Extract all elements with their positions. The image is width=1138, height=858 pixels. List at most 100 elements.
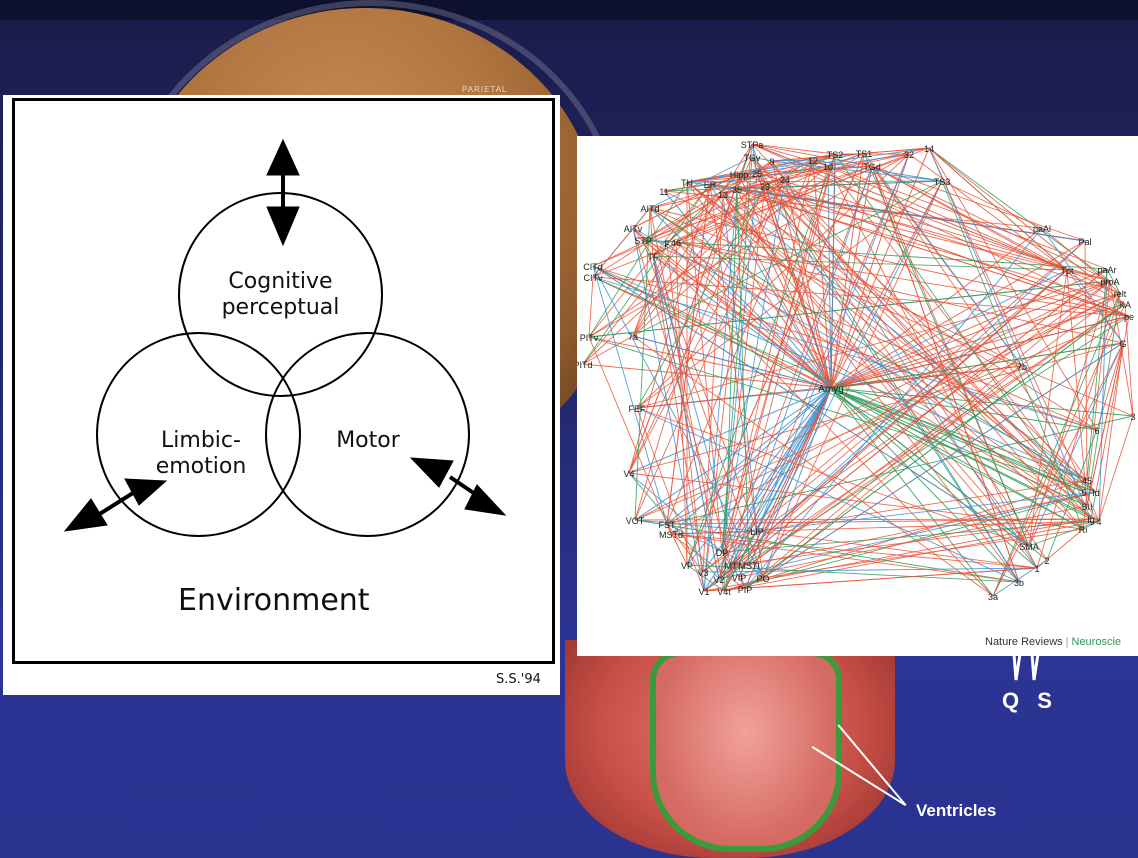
network-edge <box>762 342 1124 579</box>
cognitive-label-line2: perceptual <box>221 295 340 320</box>
node-label-ts1: TS1 <box>856 149 873 159</box>
network-edge <box>632 335 832 389</box>
network-edge <box>718 159 814 580</box>
network-edge <box>928 147 1092 520</box>
node-label-11: 11 <box>659 187 668 197</box>
network-edge <box>756 172 1030 547</box>
network-edge <box>582 363 832 389</box>
network-edge <box>736 188 1130 317</box>
network-edge <box>751 143 1088 507</box>
network-edge <box>721 172 758 553</box>
node-label-hipp: Hipp <box>730 170 749 180</box>
parietal-label: PARIETAL <box>462 85 508 94</box>
network-edge <box>928 147 1068 271</box>
network-edge <box>636 407 1030 547</box>
network-edge <box>636 153 910 409</box>
node-label-mstd: MSTd <box>659 530 683 540</box>
node-label-tgd: TGd <box>863 162 881 172</box>
node-label-ts2: TS2 <box>827 150 844 160</box>
network-edge <box>1086 268 1108 481</box>
network-edge <box>762 180 943 579</box>
network-edge <box>649 153 836 209</box>
network-edge <box>592 276 832 389</box>
network-edge <box>686 387 832 566</box>
node-label-10: 10 <box>823 162 833 172</box>
network-edge <box>588 280 1111 338</box>
network-edge <box>686 152 865 566</box>
network-edge <box>652 255 1100 522</box>
network-edge <box>830 268 1108 389</box>
network-edge <box>871 165 1111 282</box>
network-edge <box>663 180 943 192</box>
network-edge <box>686 564 1020 583</box>
network-edge <box>582 183 711 365</box>
network-edge <box>686 181 1086 242</box>
network-edge <box>1090 491 1097 520</box>
network-edge <box>628 183 711 474</box>
network-edge <box>1086 505 1100 522</box>
network-edge <box>666 242 832 389</box>
network-edge <box>632 241 677 337</box>
node-label-mstl: MSTl <box>739 561 760 571</box>
network-edge <box>736 188 750 566</box>
network-edge <box>1095 315 1130 493</box>
node-label-lip: LIP <box>750 527 764 537</box>
network-edge <box>941 180 1084 530</box>
network-edge <box>642 188 738 241</box>
network-edge <box>592 276 1085 493</box>
network-edge <box>764 185 1085 493</box>
node-label-23: 23 <box>760 182 770 192</box>
node-label-5: 5 <box>1081 488 1086 498</box>
node-label-citd: CITd <box>583 262 603 272</box>
network-edge <box>928 147 1100 522</box>
network-edge <box>666 523 688 566</box>
network-edge <box>632 242 668 337</box>
network-edge <box>588 336 832 389</box>
network-edge <box>812 159 1121 294</box>
network-edge <box>652 255 704 573</box>
network-edge <box>863 152 1030 547</box>
node-label-sii: SII <box>1081 502 1092 512</box>
node-label-v3: V3 <box>697 568 708 578</box>
limbic-label-line1: Limbic- <box>161 428 241 453</box>
network-edge <box>588 336 672 535</box>
network-edge <box>628 342 1124 474</box>
network-edge <box>723 153 910 592</box>
node-label-vip: VIP <box>732 573 747 583</box>
network-edge <box>666 518 1092 525</box>
node-label-25: 25 <box>752 169 762 179</box>
network-edge <box>632 165 829 337</box>
network-edge <box>675 241 1130 317</box>
node-label-vp: VP <box>681 561 693 571</box>
node-label-dp: DP <box>716 548 729 558</box>
network-edge <box>830 387 1048 561</box>
network-edge <box>703 315 1130 592</box>
node-label-paal: paAl <box>1033 224 1051 234</box>
arrow-left-icon <box>63 478 168 532</box>
network-edge <box>751 143 758 174</box>
network-edge <box>634 387 832 521</box>
network-edge <box>1086 292 1121 507</box>
node-label-13: 13 <box>718 190 728 200</box>
circle-motor <box>265 332 470 537</box>
network-edge <box>992 303 1126 597</box>
network-edge <box>830 153 836 389</box>
network-edge <box>632 173 740 229</box>
network-edge <box>771 159 814 162</box>
network-edge <box>722 193 1030 547</box>
node-label-tpt: Tpt <box>1060 266 1074 276</box>
network-edge <box>670 520 1100 535</box>
node-label-7b: 7b <box>1017 362 1027 372</box>
network-edge <box>723 188 738 592</box>
network-edge <box>634 519 758 532</box>
network-edge <box>649 207 1097 493</box>
node-label-24: 24 <box>780 175 790 185</box>
network-edge <box>663 183 711 192</box>
network-edge <box>632 335 994 597</box>
network-edge <box>830 227 1043 389</box>
network-edge <box>1098 342 1124 522</box>
node-label-1: 1 <box>1034 564 1039 574</box>
network-edge <box>723 387 832 592</box>
journal-credit: Nature Reviews|Neuroscie <box>985 636 1122 648</box>
